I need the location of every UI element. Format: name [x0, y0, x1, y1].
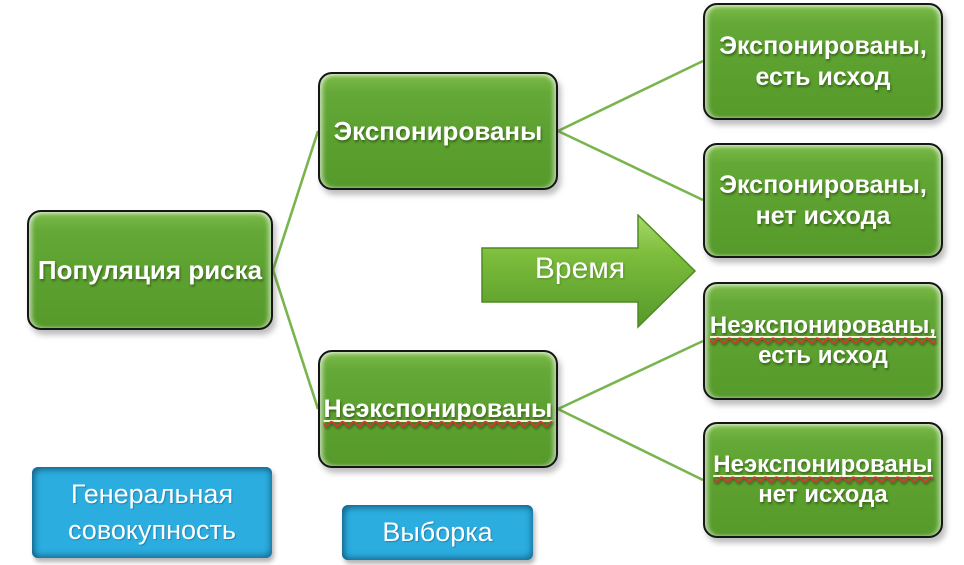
- connector-exposed-outcome: [557, 59, 704, 133]
- connector-population-unexposed: [271, 269, 320, 410]
- node-exposed-label: Экспонированы: [333, 115, 543, 146]
- node-exposed-no-outcome-line1: Экспонированы,: [719, 171, 927, 199]
- node-exposed-outcome: Экспонированы, есть исход: [703, 3, 943, 120]
- node-population-label: Популяция риска: [37, 254, 263, 285]
- label-general-population: Генеральная совокупность: [32, 467, 272, 558]
- spellcheck-underline: Неэкспонированы: [713, 451, 933, 478]
- node-unexposed-no-outcome-line2: нет исхода: [758, 481, 888, 508]
- node-unexposed-no-outcome-line1: Неэкспонированы: [713, 450, 932, 480]
- node-unexposed-outcome: Неэкспонированы, есть исход: [703, 282, 943, 400]
- node-exposed-no-outcome: Экспонированы, нет исхода: [703, 143, 943, 258]
- spellcheck-underline: Неэкспонированы,: [709, 312, 937, 339]
- node-population: Популяция риска: [27, 210, 273, 330]
- node-unexposed-outcome-line2: есть исход: [758, 342, 888, 369]
- node-exposed-outcome-line2: есть исход: [755, 62, 891, 91]
- node-exposed-outcome-line1: Экспонированы,: [719, 32, 927, 60]
- label-general-population-line2: совокупность: [68, 514, 236, 545]
- label-sample-text: Выборка: [382, 517, 493, 547]
- time-arrow-label: Время: [534, 252, 626, 285]
- connector-unexposed-no-outcome: [557, 407, 704, 482]
- label-general-population-line1: Генеральная: [70, 478, 234, 509]
- node-unexposed-no-outcome: Неэкспонированы нет исхода: [703, 422, 943, 538]
- time-arrow: [481, 214, 697, 329]
- node-exposed: Экспонированы: [318, 72, 558, 190]
- connector-population-exposed: [271, 130, 320, 271]
- node-unexposed-label: Неэкспонированы: [324, 395, 553, 424]
- spellcheck-underline: Неэкспонированы: [323, 394, 553, 423]
- connector-unexposed-outcome: [557, 339, 704, 411]
- connector-exposed-no-outcome: [557, 129, 704, 202]
- node-unexposed: Неэкспонированы: [318, 350, 558, 468]
- time-arrow-shape: [481, 214, 697, 329]
- node-exposed-no-outcome-line2: нет исхода: [755, 201, 891, 230]
- node-unexposed-outcome-line1: Неэкспонированы,: [710, 311, 936, 341]
- label-sample: Выборка: [342, 505, 533, 560]
